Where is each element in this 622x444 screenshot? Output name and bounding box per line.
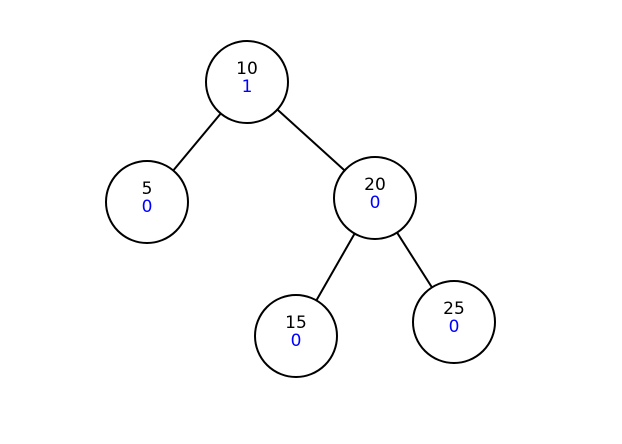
- node-value: 25: [443, 299, 465, 319]
- node-count: 0: [449, 317, 460, 337]
- node-value: 20: [364, 175, 386, 195]
- tree-node-15[interactable]: 15 0: [254, 294, 338, 378]
- node-count: 1: [242, 77, 253, 97]
- node-circle[interactable]: [333, 156, 417, 240]
- node-count: 0: [142, 197, 153, 217]
- node-circle[interactable]: [205, 40, 289, 124]
- tree-node-10[interactable]: 10 1: [205, 40, 289, 124]
- tree-node-20[interactable]: 20 0: [333, 156, 417, 240]
- tree-node-5[interactable]: 5 0: [105, 160, 189, 244]
- tree-node-25[interactable]: 25 0: [412, 280, 496, 364]
- node-circle[interactable]: [412, 280, 496, 364]
- node-count: 0: [370, 193, 381, 213]
- node-value: 5: [142, 179, 153, 199]
- node-value: 15: [285, 313, 307, 333]
- node-circle[interactable]: [105, 160, 189, 244]
- node-circle[interactable]: [254, 294, 338, 378]
- node-count: 0: [291, 331, 302, 351]
- node-value: 10: [236, 59, 258, 79]
